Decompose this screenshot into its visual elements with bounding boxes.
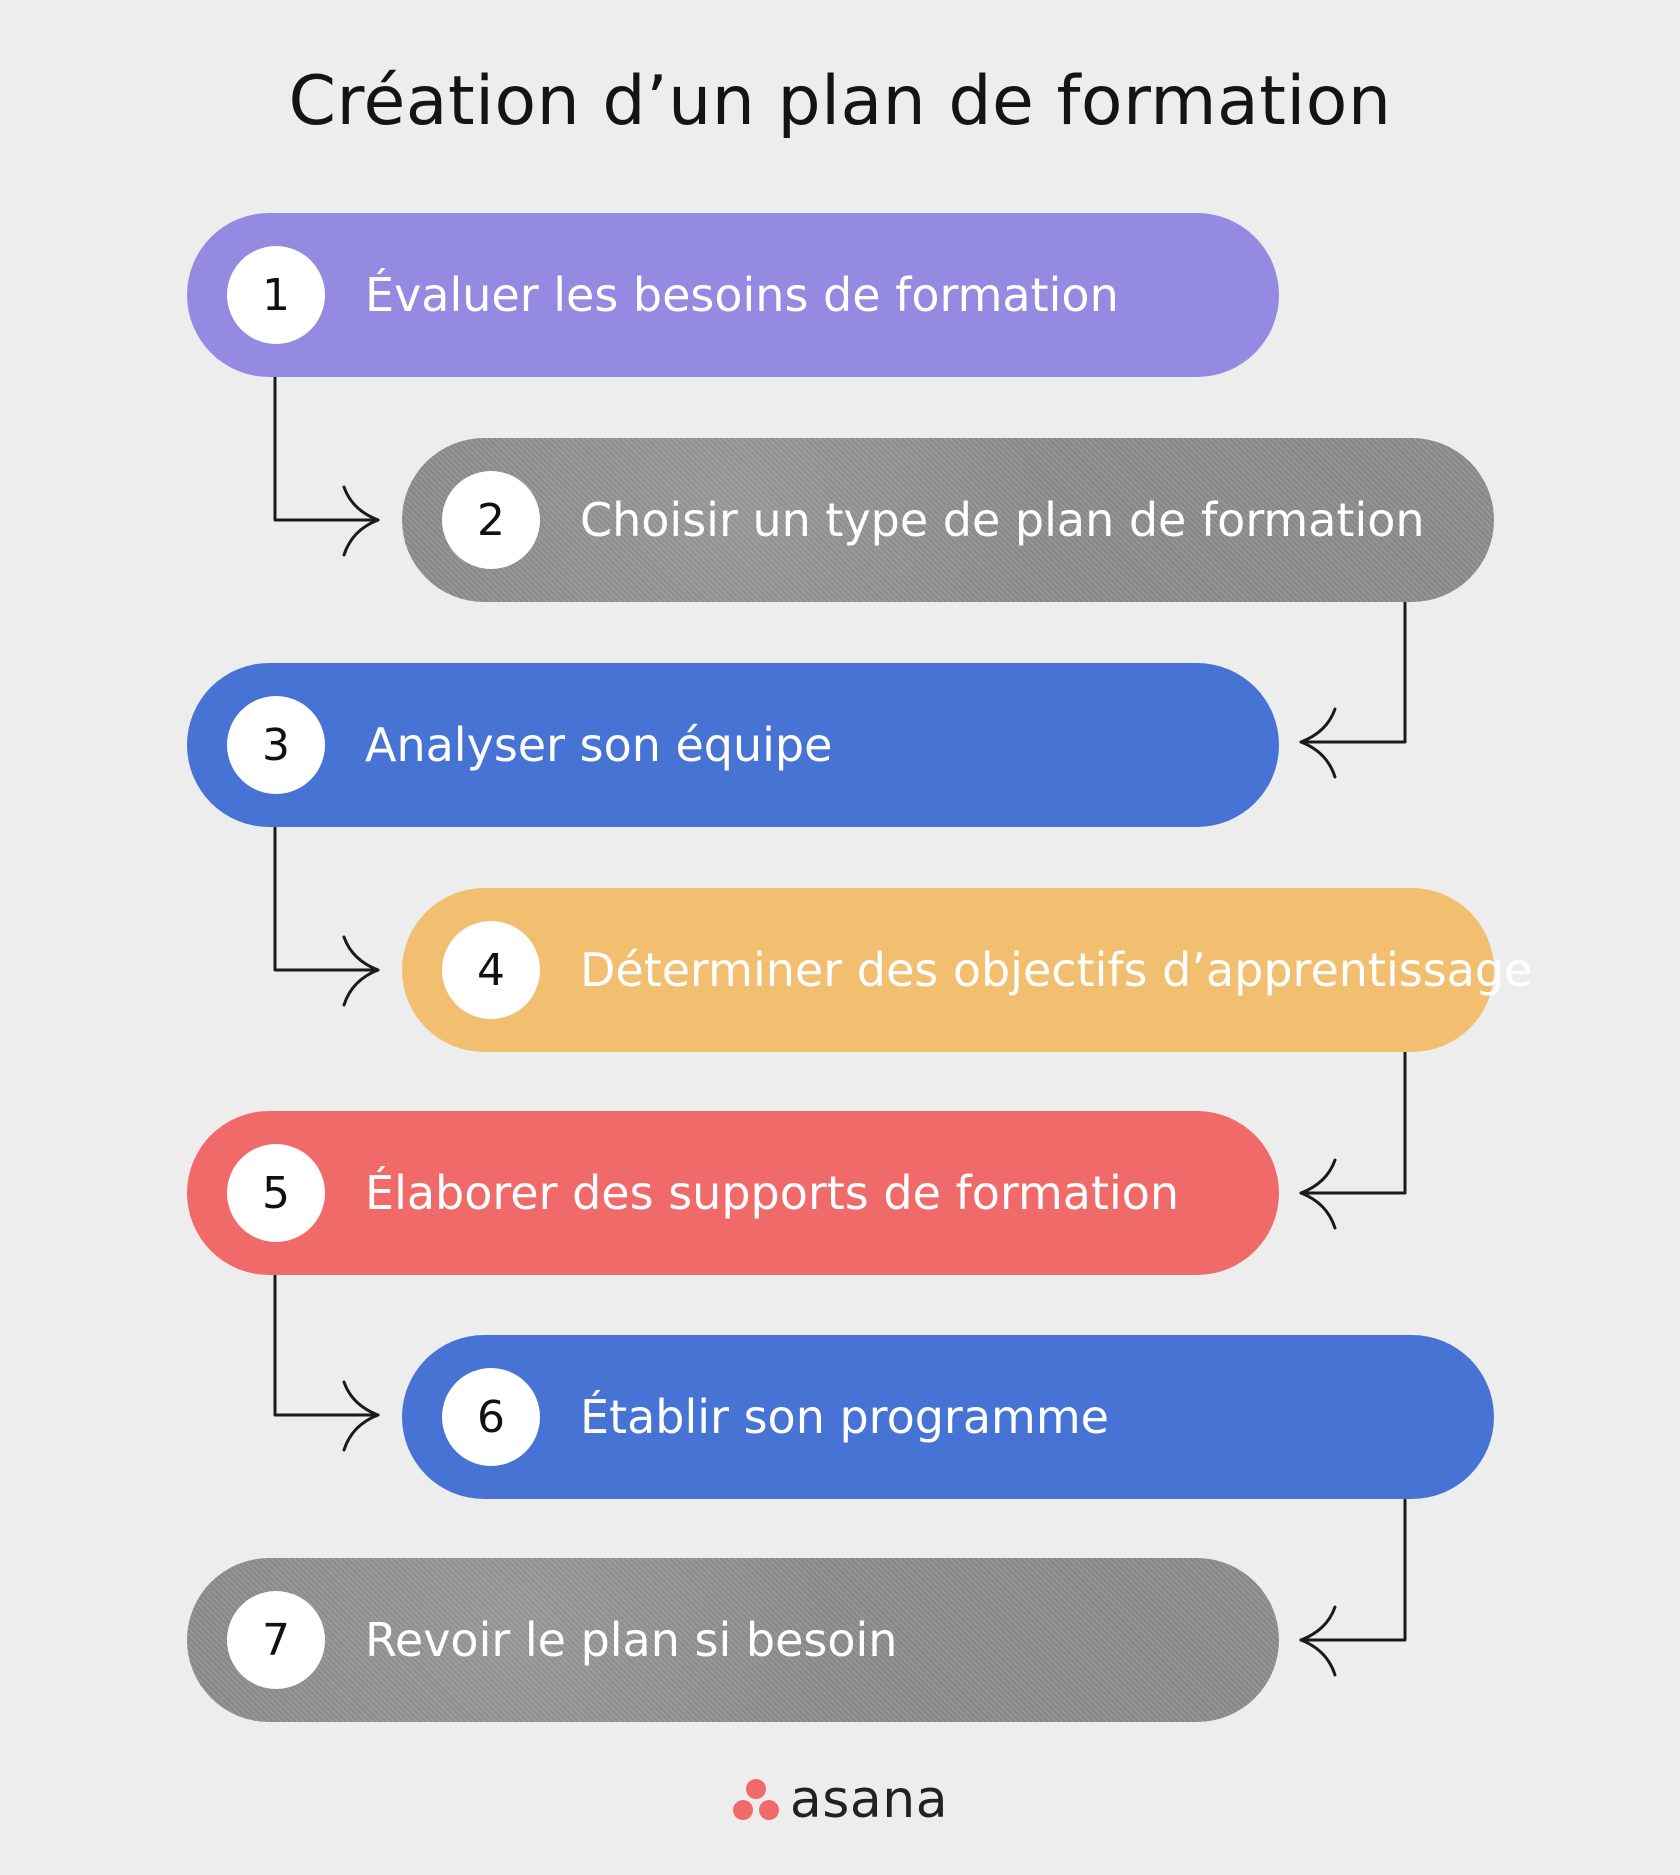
step-label: Revoir le plan si besoin bbox=[365, 1613, 898, 1667]
logo-wordmark: asana bbox=[789, 1770, 949, 1830]
step-number-badge: 7 bbox=[227, 1591, 325, 1689]
connector-2-3 bbox=[1299, 600, 1407, 744]
connector-6-7 bbox=[1299, 1498, 1407, 1642]
step-7: 7 Revoir le plan si besoin bbox=[187, 1558, 1279, 1722]
arrow-head-4-5 bbox=[1299, 1158, 1337, 1230]
connector-5-6 bbox=[273, 1273, 380, 1417]
step-number-badge: 2 bbox=[442, 471, 540, 569]
connector-3-4 bbox=[273, 825, 380, 972]
arrow-head-6-7 bbox=[1299, 1605, 1337, 1677]
step-3: 3 Analyser son équipe bbox=[187, 663, 1279, 827]
arrow-head-2-3 bbox=[1299, 707, 1337, 779]
logo-dot-left bbox=[732, 1800, 753, 1820]
step-number-badge: 5 bbox=[227, 1144, 325, 1242]
logo-dot-top bbox=[745, 1779, 766, 1799]
step-4: 4 Déterminer des objectifs d’apprentissa… bbox=[402, 888, 1532, 1052]
asana-three-dots-icon bbox=[732, 1779, 779, 1820]
step-1: 1 Évaluer les besoins de formation bbox=[187, 213, 1279, 377]
connector-1-2 bbox=[273, 375, 380, 522]
arrow-head-3-4 bbox=[342, 935, 380, 1007]
step-5: 5 Élaborer des supports de formation bbox=[187, 1111, 1279, 1275]
step-6: 6 Établir son programme bbox=[402, 1335, 1494, 1499]
step-label: Évaluer les besoins de formation bbox=[365, 268, 1119, 322]
step-number-badge: 3 bbox=[227, 696, 325, 794]
page-title: Création d’un plan de formation bbox=[288, 62, 1392, 141]
arrow-head-1-2 bbox=[342, 485, 380, 557]
step-label: Déterminer des objectifs d’apprentissage bbox=[580, 943, 1533, 997]
step-2: 2 Choisir un type de plan de formation bbox=[402, 438, 1494, 602]
connector-4-5 bbox=[1299, 1050, 1407, 1195]
step-label: Élaborer des supports de formation bbox=[365, 1166, 1180, 1220]
step-number-badge: 4 bbox=[442, 921, 540, 1019]
step-label: Analyser son équipe bbox=[365, 718, 833, 772]
step-label: Établir son programme bbox=[580, 1390, 1109, 1444]
step-label: Choisir un type de plan de formation bbox=[580, 493, 1425, 547]
logo-dot-right bbox=[758, 1800, 779, 1820]
arrow-head-5-6 bbox=[342, 1380, 380, 1452]
step-number-badge: 1 bbox=[227, 246, 325, 344]
step-number-badge: 6 bbox=[442, 1368, 540, 1466]
asana-logo: asana bbox=[0, 1770, 1680, 1830]
